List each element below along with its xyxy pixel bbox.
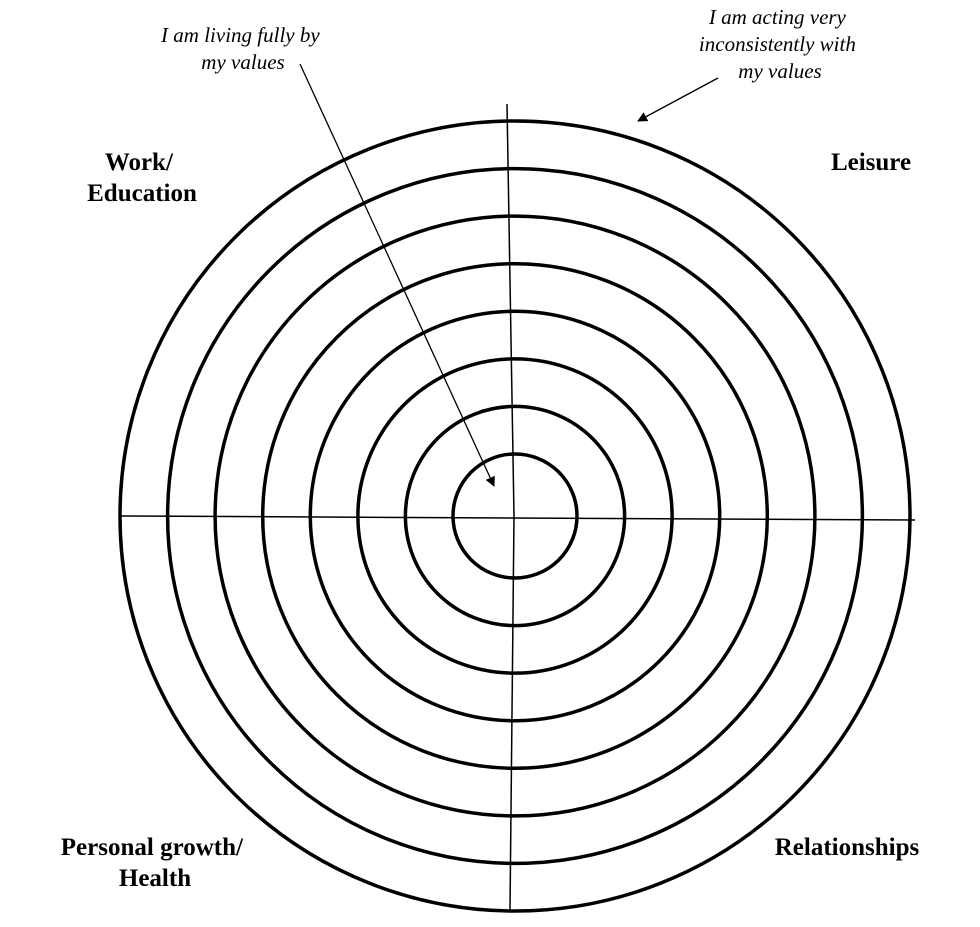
annotation-acting-inconsistently: I am acting very inconsistently with my … <box>699 5 861 83</box>
quadrant-label-relationships: Relationships <box>775 834 920 861</box>
horizontal-divider <box>119 515 916 521</box>
vertical-divider-top <box>506 103 515 517</box>
ring-3 <box>356 357 674 675</box>
ring-2 <box>403 404 627 628</box>
quadrant-label-work-education: Work/ Education <box>87 149 197 207</box>
quadrant-label-personal-growth-health: Personal growth/ Health <box>61 834 249 892</box>
ring-6 <box>213 214 817 818</box>
center-arrow <box>299 63 495 487</box>
ring-4 <box>308 309 722 723</box>
ring-1 <box>451 452 579 580</box>
vertical-divider-bottom <box>509 515 515 911</box>
ring-5 <box>260 261 770 771</box>
outer-ring-arrow <box>637 77 719 122</box>
annotation-living-fully: I am living fully by my values <box>160 23 325 74</box>
ring-7 <box>165 166 865 866</box>
quadrant-label-leisure: Leisure <box>831 149 911 176</box>
quadrant-dividers <box>119 103 916 911</box>
